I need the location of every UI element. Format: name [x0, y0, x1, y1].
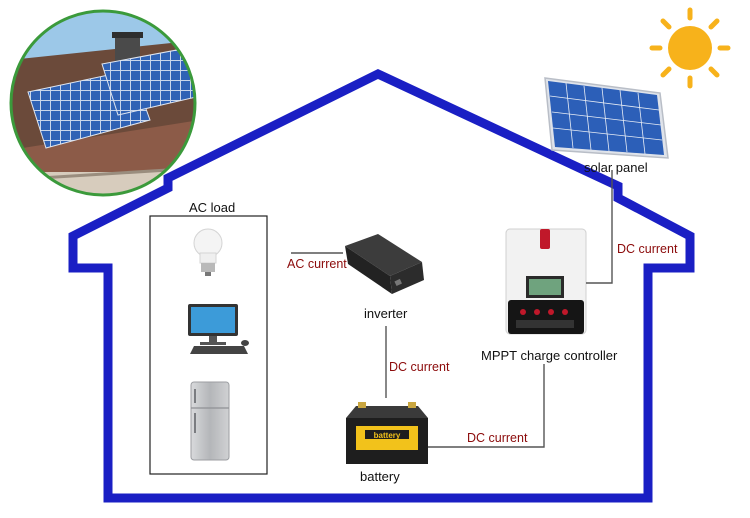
- sun-icon: [649, 7, 731, 89]
- house-outline-path: [68, 69, 695, 503]
- battery-sticker-text: battery: [374, 431, 401, 440]
- battery-label: battery: [360, 469, 400, 484]
- dc-current-battery-controller-label: DC current: [467, 431, 528, 445]
- light-bulb-icon: [193, 228, 223, 276]
- dc-current-inverter-battery-label: DC current: [389, 360, 450, 374]
- computer-icon: [188, 304, 249, 354]
- refrigerator-icon: [190, 381, 230, 461]
- ac-current-label: AC current: [287, 257, 347, 271]
- solar-panel-icon: [544, 77, 669, 159]
- charge-controller-icon: [505, 228, 587, 335]
- controller-label: MPPT charge controller: [481, 348, 618, 363]
- ac-load-label: AC load: [189, 200, 236, 215]
- inverter-label: inverter: [364, 306, 408, 321]
- dc-current-panel-controller-label: DC current: [617, 242, 678, 256]
- ac-load-box: [149, 215, 268, 475]
- roof-photo-border: [9, 9, 197, 197]
- inverter-icon: [345, 234, 424, 294]
- solar-panel-label: solar panel: [584, 160, 648, 175]
- wire-controller-panel: [586, 170, 613, 284]
- battery-icon: battery: [346, 402, 428, 464]
- wire-battery-controller: [428, 364, 545, 448]
